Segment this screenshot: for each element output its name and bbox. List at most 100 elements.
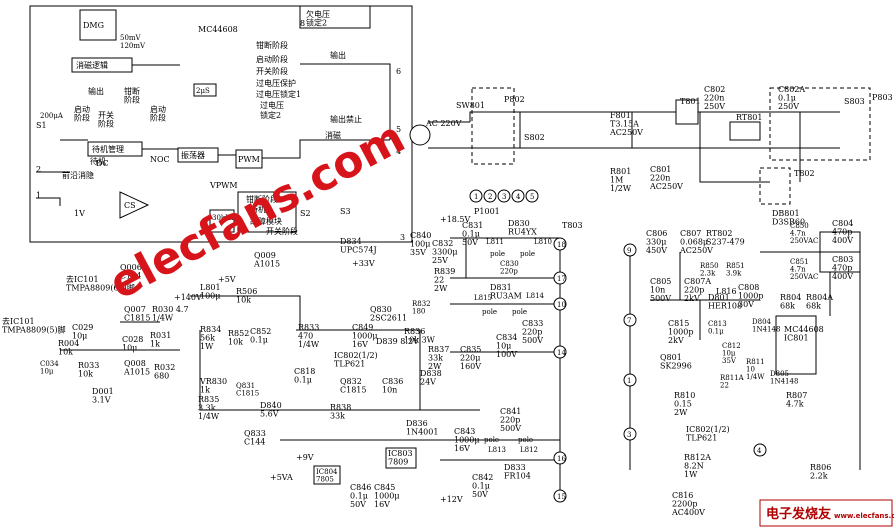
stage-overvoltage: 过电压 <box>260 100 284 110</box>
oscillator-block: 振荡器 <box>181 150 205 160</box>
conn-pin-5: 5 <box>530 193 534 201</box>
pole-3-label: pole <box>482 308 497 316</box>
ic802a-label: IC802(1/2)TLP621 <box>334 351 378 368</box>
switch-phase-label: 开关阶段 <box>98 110 114 128</box>
output-disable-label: 输出禁止 <box>330 114 362 124</box>
s1-label: S1 <box>36 121 47 130</box>
fault-cutoff-label: 钳断阶段 <box>246 194 278 204</box>
pwm-block: PWM <box>238 155 260 164</box>
v5a-label: +5VA <box>270 473 293 482</box>
l811-label: L811 <box>486 238 504 246</box>
t802-label: T802 <box>794 169 815 178</box>
d839-label: D839 8.2V <box>376 337 419 346</box>
t801-label: T801 <box>680 97 701 106</box>
ic-output-label: 输出 <box>330 50 346 60</box>
ic-pin-3: 3 <box>400 233 405 242</box>
cs-comparator: CS <box>124 201 136 210</box>
dmg-block: DMG <box>83 21 104 30</box>
ic802b-label: IC802(1/2)TLP621 <box>686 425 730 442</box>
stage-switch: 开关阶段 <box>256 66 288 76</box>
leading-edge-blank-label: 前沿消隐 <box>62 170 94 180</box>
pole-2-label: pole <box>520 250 535 258</box>
l812-label: L812 <box>520 446 538 454</box>
t803-pin-15: 15 <box>557 493 566 501</box>
l815-label: L815 <box>474 294 492 302</box>
fault-standby-label: 待机 <box>250 204 266 214</box>
current-200ua-label: 200μA <box>40 112 64 120</box>
freq-30khz-label: 30kHz <box>212 214 235 222</box>
t803-pin-7: 7 <box>627 317 631 325</box>
stage-startup: 启动阶段 <box>256 54 288 64</box>
s2-label: S2 <box>300 209 311 218</box>
ic-pin-5: 5 <box>396 125 401 134</box>
stage-ovp: 过电压保护 <box>256 78 296 88</box>
t803-label: T803 <box>562 221 583 230</box>
site-logo: 电子发烧友 www.elecfans.com <box>759 499 894 527</box>
s3-label: S3 <box>340 207 351 216</box>
v5-label: +5V <box>218 275 236 284</box>
rt801-label: RT801 <box>736 113 763 122</box>
l813-label: L813 <box>488 446 506 454</box>
cutoff-stage-label: 钳断阶段 <box>124 86 140 104</box>
t803-pin-18: 18 <box>557 241 566 249</box>
pole-5-label: pole <box>484 436 499 444</box>
dmg-ref-120mv: 120mV <box>120 42 146 50</box>
p802-label: P802 <box>504 95 525 104</box>
noc-label: NOC <box>150 155 170 164</box>
timer-2us: 2μS <box>196 87 210 95</box>
l816-label: L816 <box>716 287 737 296</box>
l814-label: L814 <box>526 292 545 300</box>
pole-6-label: pole <box>518 436 533 444</box>
stage-ov-lock1: 过电压锁定1 <box>256 89 301 99</box>
conn-pin-4: 4 <box>516 193 521 201</box>
standby-mgmt-block: 待机管理 <box>92 144 124 154</box>
stage-cutoff: 钳断阶段 <box>256 40 288 50</box>
t803-pin-3: 3 <box>627 431 631 439</box>
